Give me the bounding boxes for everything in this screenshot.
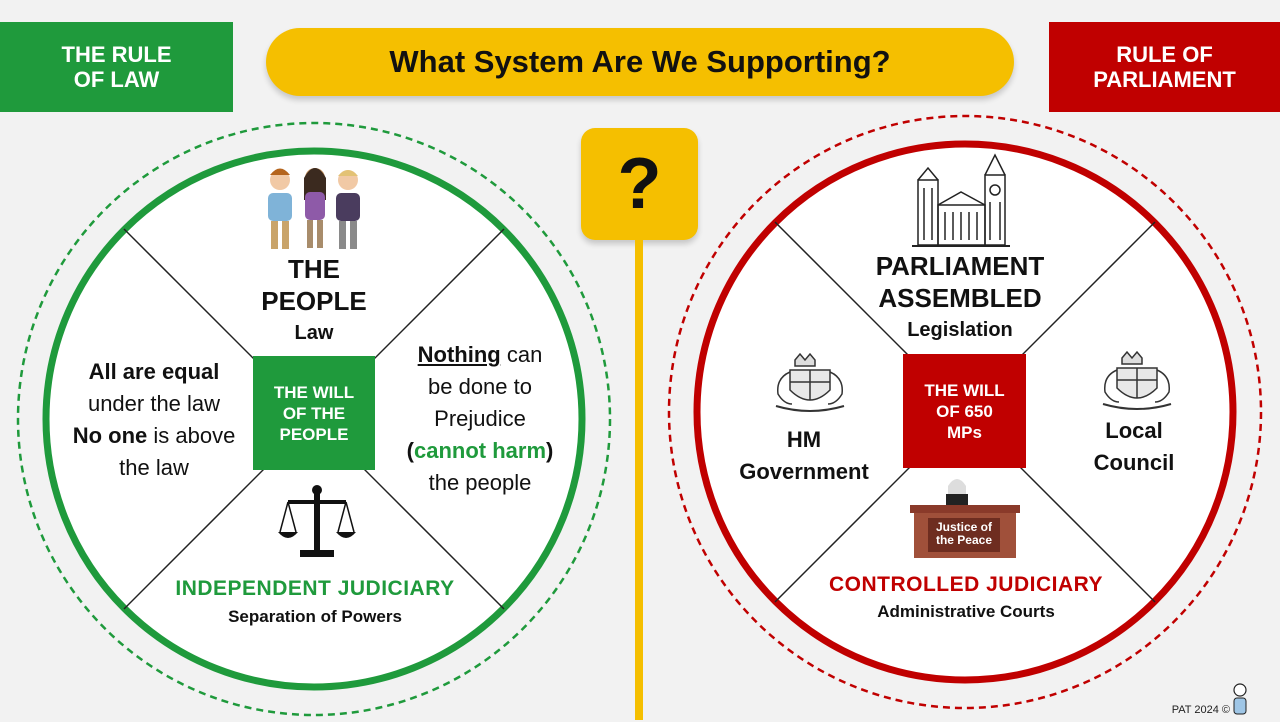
will-of-people-line2: OF THE	[282, 403, 346, 423]
judge-bench-icon	[910, 479, 1020, 558]
will-of-650-mps-box: THE WILL OF 650 MPs	[903, 354, 1026, 468]
equality-statement: All are equal under the law No one is ab…	[52, 356, 256, 484]
assembled-line: ASSEMBLED	[878, 283, 1042, 313]
will-of-mps-line2: OF 650	[936, 401, 993, 421]
sign-pole	[635, 238, 643, 720]
is-above-text: is above	[147, 423, 236, 448]
question-mark-box: ?	[581, 128, 698, 240]
rule-of-law-banner: THE RULE OF LAW	[0, 22, 233, 112]
parliament-line: PARLIAMENT	[875, 251, 1045, 281]
rule-of-parliament-line1: RULE OF	[1116, 42, 1213, 67]
cannot-harm-text: cannot harm	[413, 438, 547, 463]
local-line: Local	[1105, 418, 1163, 443]
prejudice-statement: Nothing can be done to Prejudice (cannot…	[380, 339, 580, 499]
be-done-to-text: be done to	[428, 374, 532, 399]
paren-close: )	[546, 438, 554, 463]
footer-credit: PAT 2024 ©	[1171, 704, 1230, 716]
right-wheel-dashed-ring	[667, 114, 1263, 710]
independent-judiciary-title: INDEPENDENT JUDICIARY	[175, 577, 455, 600]
the-people-text: the people	[428, 470, 532, 495]
the-people-title: THE PEOPLE	[214, 253, 414, 317]
justice-of-the-peace-sign: Justice of the Peace	[928, 521, 1000, 547]
government-line: Government	[739, 459, 869, 484]
paren-open: (	[406, 438, 414, 463]
all-are-equal-text: All are equal	[88, 359, 220, 384]
rule-of-law-line1: THE RULE	[61, 42, 172, 67]
under-the-law-text: under the law	[87, 391, 221, 416]
will-of-the-people-box: THE WILL OF THE PEOPLE	[253, 356, 375, 470]
rule-of-law-line2: OF LAW	[73, 67, 160, 92]
local-council-label: Local Council	[1074, 415, 1194, 479]
people-icon	[268, 168, 360, 249]
hm-line: HM	[786, 427, 822, 452]
will-of-mps-line3: MPs	[947, 422, 982, 442]
administrative-courts-label: Administrative Courts	[877, 602, 1055, 621]
question-mark-icon: ?	[617, 144, 662, 224]
no-one-text: No one	[72, 423, 148, 448]
royal-crest-icon-right	[1102, 350, 1172, 410]
scales-of-justice-icon	[278, 485, 356, 557]
controlled-judiciary-title: CONTROLLED JUDICIARY	[828, 573, 1104, 596]
separation-of-powers-label: Separation of Powers	[228, 607, 402, 626]
will-of-people-line1: THE WILL	[273, 382, 355, 402]
will-of-mps-line1: THE WILL	[924, 380, 1005, 400]
will-of-people-line3: PEOPLE	[279, 424, 349, 444]
left-wheel-dashed-ring	[16, 121, 612, 717]
the-peace-line: the Peace	[935, 533, 993, 547]
the-people-title-line2: PEOPLE	[261, 286, 367, 316]
legislation-label: Legislation	[907, 319, 1013, 341]
the-law-text: the law	[119, 455, 189, 480]
parliament-assembled-title: PARLIAMENT ASSEMBLED	[845, 250, 1075, 314]
justice-of-line: Justice of	[935, 520, 992, 534]
the-people-title-line1: THE	[288, 254, 340, 284]
royal-crest-icon-left	[775, 352, 845, 412]
left-wheel-center-square	[253, 356, 375, 470]
page-title: What System Are We Supporting?	[266, 28, 1014, 96]
rule-of-parliament-line2: PARLIAMENT	[1093, 67, 1236, 92]
prejudice-text: Prejudice	[434, 406, 526, 431]
can-text: can	[500, 342, 543, 367]
parliament-building-icon	[912, 153, 1010, 247]
law-label: Law	[294, 322, 334, 344]
right-wheel-center-square	[903, 354, 1026, 468]
council-line: Council	[1093, 450, 1175, 475]
stick-figure-icon	[1233, 683, 1247, 715]
rule-of-parliament-banner: RULE OF PARLIAMENT	[1049, 22, 1280, 112]
hm-government-label: HM Government	[724, 424, 884, 488]
nothing-text: Nothing	[417, 342, 501, 367]
